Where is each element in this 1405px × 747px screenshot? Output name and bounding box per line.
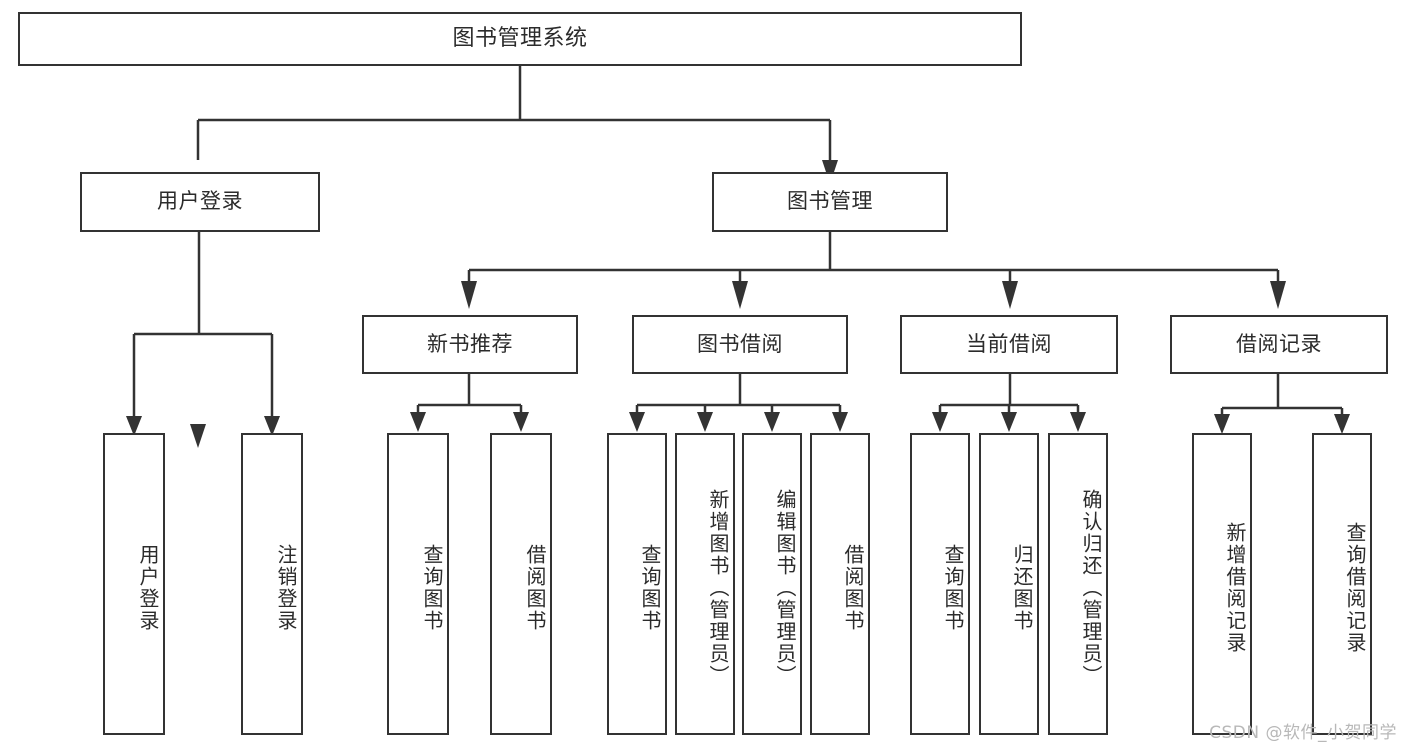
node-label: 查询图书 [420,544,444,632]
node-label: 查询图书 [638,544,662,632]
node-label: 图书管理系统 [452,25,588,51]
leaf-user-login-login[interactable]: 用户登录 [103,433,165,735]
leaf-current-borrow-query-book[interactable]: 查询图书 [910,433,970,735]
leaf-book-borrow-borrow-book[interactable]: 借阅图书 [810,433,870,735]
leaf-borrow-record-add-record[interactable]: 新增借阅记录 [1192,433,1252,735]
node-label: 查询图书 [941,544,965,632]
node-label: 用户登录 [157,189,243,214]
node-label: 借阅图书 [523,544,547,632]
node-label: 图书借阅 [697,331,783,356]
node-label: 新增图书（管理员） [706,489,730,687]
node-label: 图书管理 [787,189,873,214]
leaf-current-borrow-return-book[interactable]: 归还图书 [979,433,1039,735]
node-user-login[interactable]: 用户登录 [80,172,320,232]
node-label: 确认归还（管理员） [1079,489,1103,687]
node-label: 当前借阅 [966,331,1052,356]
node-book-management[interactable]: 图书管理 [712,172,948,232]
node-borrow-record[interactable]: 借阅记录 [1170,315,1388,374]
node-label: 用户登录 [136,544,160,632]
leaf-current-borrow-confirm-return-admin[interactable]: 确认归还（管理员） [1048,433,1108,735]
leaf-new-book-borrow-book[interactable]: 借阅图书 [490,433,552,735]
leaf-borrow-record-query-record[interactable]: 查询借阅记录 [1312,433,1372,735]
node-label: 新书推荐 [427,331,513,356]
node-book-borrow[interactable]: 图书借阅 [632,315,848,374]
leaf-user-login-logout[interactable]: 注销登录 [241,433,303,735]
node-new-book-recommend[interactable]: 新书推荐 [362,315,578,374]
leaf-book-borrow-add-book-admin[interactable]: 新增图书（管理员） [675,433,735,735]
watermark: CSDN @软件_小贺同学 [1209,723,1397,743]
node-label: 注销登录 [274,544,298,632]
node-current-borrow[interactable]: 当前借阅 [900,315,1118,374]
node-label: 编辑图书（管理员） [773,489,797,687]
node-label: 新增借阅记录 [1223,522,1247,654]
node-label: 借阅图书 [841,544,865,632]
leaf-book-borrow-edit-book-admin[interactable]: 编辑图书（管理员） [742,433,802,735]
leaf-new-book-query-book[interactable]: 查询图书 [387,433,449,735]
node-label: 借阅记录 [1236,331,1322,356]
node-label: 归还图书 [1010,544,1034,632]
node-root-book-management-system[interactable]: 图书管理系统 [18,12,1022,66]
leaf-book-borrow-query-book[interactable]: 查询图书 [607,433,667,735]
node-label: 查询借阅记录 [1343,522,1367,654]
